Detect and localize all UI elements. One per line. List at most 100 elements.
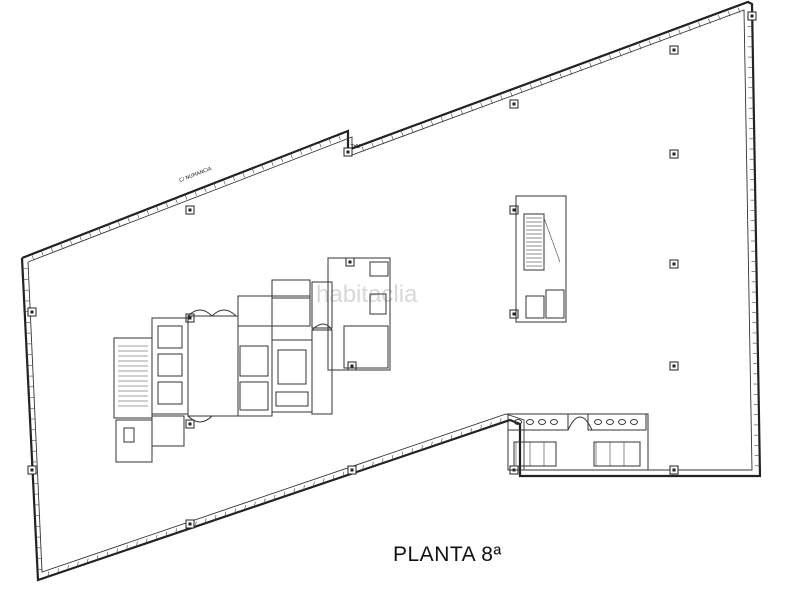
window-mark	[127, 216, 130, 223]
window-mark	[499, 418, 502, 424]
window-mark	[559, 73, 563, 79]
window-mark	[361, 146, 365, 152]
window-mark	[204, 518, 207, 524]
window-mark	[490, 421, 492, 427]
window-mark	[708, 18, 711, 24]
window-mark	[223, 179, 226, 185]
window-mark	[195, 521, 197, 527]
window-mark	[232, 175, 236, 181]
watermark-text: habitaclia	[316, 281, 418, 308]
window-mark	[290, 153, 293, 159]
window-mark	[727, 11, 731, 17]
window-mark	[86, 558, 89, 564]
window-mark	[391, 135, 394, 141]
window-mark	[569, 69, 573, 75]
window-mark	[77, 561, 79, 567]
window-mark	[609, 54, 612, 61]
window-mark	[579, 65, 582, 72]
window-mark	[638, 44, 642, 50]
window-mark	[194, 190, 197, 196]
window-mark	[213, 183, 217, 189]
window-mark	[146, 209, 149, 215]
east-wall-windows	[747, 15, 760, 467]
window-mark	[658, 36, 662, 42]
window-mark	[529, 84, 533, 90]
window-mark	[69, 239, 73, 245]
column	[669, 361, 679, 371]
window-mark	[698, 22, 701, 28]
window-mark	[599, 58, 602, 64]
window-mark	[510, 91, 513, 97]
window-mark	[98, 228, 101, 234]
window-mark	[322, 478, 325, 484]
window-mark	[421, 124, 424, 130]
window-mark	[126, 544, 128, 551]
column	[509, 205, 519, 215]
window-mark	[338, 134, 341, 140]
window-mark	[381, 138, 384, 145]
window-mark	[251, 168, 255, 174]
window-mark	[480, 102, 483, 108]
column	[669, 465, 679, 475]
window-mark	[96, 554, 99, 561]
column	[669, 149, 679, 159]
column	[27, 307, 37, 317]
window-mark	[136, 213, 140, 219]
column	[27, 465, 37, 475]
south-wall-windows	[47, 418, 502, 577]
window-mark	[155, 534, 158, 541]
column	[343, 147, 353, 157]
floor-title: PLANTA 8ª	[393, 543, 502, 566]
central-core	[113, 257, 391, 463]
window-mark	[480, 424, 482, 431]
column	[347, 465, 357, 475]
window-mark	[242, 171, 245, 178]
window-mark	[313, 481, 315, 487]
window-mark	[381, 458, 384, 464]
window-mark	[261, 164, 264, 170]
column	[185, 519, 195, 529]
window-mark	[293, 488, 295, 494]
window-mark	[431, 441, 433, 447]
window-mark	[342, 471, 345, 477]
window-mark	[47, 571, 50, 577]
window-mark	[108, 224, 111, 230]
window-mark	[79, 235, 82, 241]
window-mark	[440, 438, 443, 444]
window-mark	[391, 454, 394, 461]
window-mark	[589, 62, 592, 68]
window-mark	[411, 448, 413, 454]
window-mark	[401, 131, 404, 137]
window-mark	[136, 541, 138, 547]
window-mark	[145, 538, 148, 544]
window-mark	[678, 29, 681, 35]
window-mark	[203, 186, 207, 193]
column	[347, 361, 357, 371]
window-mark	[430, 120, 434, 126]
window-mark	[31, 254, 34, 260]
window-mark	[470, 428, 472, 434]
window-mark	[299, 149, 303, 155]
window-mark	[117, 220, 121, 226]
window-mark	[440, 117, 444, 123]
window-mark	[460, 109, 464, 115]
window-mark	[40, 250, 44, 256]
window-mark	[57, 568, 59, 574]
window-mark	[263, 498, 266, 504]
window-mark	[184, 194, 188, 200]
window-mark	[332, 474, 335, 481]
column	[185, 205, 195, 215]
window-mark	[371, 142, 375, 148]
window-mark	[175, 528, 177, 534]
window-mark	[224, 511, 227, 517]
window-mark	[244, 504, 246, 511]
window-mark	[549, 76, 553, 83]
window-mark	[648, 40, 652, 46]
window-mark	[165, 201, 169, 208]
window-mark	[67, 564, 69, 571]
window-mark	[718, 14, 721, 21]
window-mark	[328, 138, 332, 144]
window-mark	[450, 434, 453, 441]
column	[345, 257, 355, 267]
